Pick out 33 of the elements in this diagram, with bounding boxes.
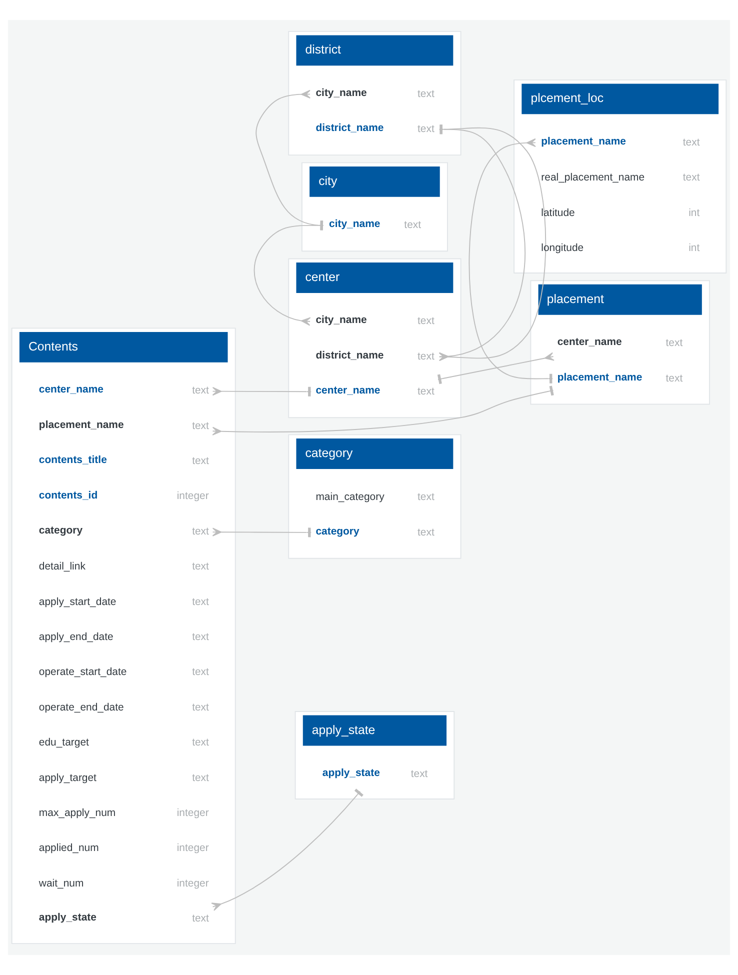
connector xyxy=(211,788,364,911)
node-text: district_name text xyxy=(316,123,434,136)
node-text: placement_name text xyxy=(38,420,209,432)
node-text: apply_end_date text xyxy=(38,632,209,643)
node-text: placement_name text xyxy=(557,372,683,384)
connector xyxy=(438,124,546,362)
node-text: applied_num integer xyxy=(38,843,209,854)
node-text: center_name text xyxy=(316,386,434,398)
node-text: apply_state text xyxy=(38,912,209,925)
node-text: edu_target text xyxy=(38,738,209,749)
node-text: latitude int xyxy=(541,208,700,219)
node-text: contents_id integer xyxy=(38,490,209,502)
node-text: operate_end_date text xyxy=(38,702,209,714)
node-text: center_name text xyxy=(557,337,683,350)
node-text: contents_title text xyxy=(38,455,209,468)
node-text: apply_start_date text xyxy=(38,596,209,608)
node-text: wait_num integer xyxy=(38,878,209,890)
node-text: district_name text xyxy=(316,350,434,362)
node-text: city_name text xyxy=(316,315,434,328)
node-text: category text xyxy=(316,526,434,538)
node-text: center_name text xyxy=(38,384,209,397)
node-text: main_category text xyxy=(316,492,434,504)
node-text: city_name text xyxy=(316,88,434,100)
node-text: city_name text xyxy=(329,219,422,232)
node-text: apply_target text xyxy=(38,772,209,784)
node-text: detail_link text xyxy=(38,562,209,573)
node-text: placement_name text xyxy=(541,136,700,148)
node-text: longitude int xyxy=(541,242,700,254)
node-text: max_apply_num integer xyxy=(38,808,209,819)
node-text: category text xyxy=(38,525,209,538)
node-text: real_placement_name text xyxy=(541,172,700,184)
node-text: operate_start_date text xyxy=(38,667,209,678)
node-text: apply_state text xyxy=(322,768,428,780)
